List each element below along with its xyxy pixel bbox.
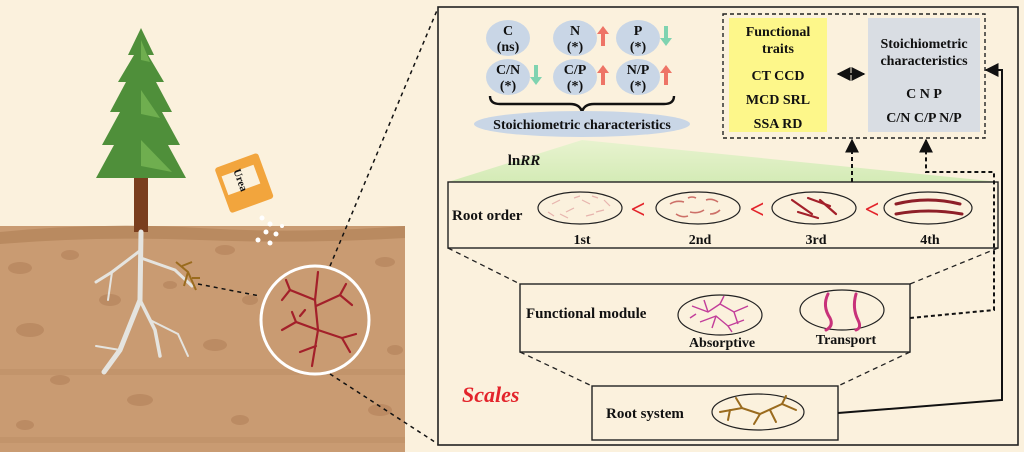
- order-3rd: 3rd: [771, 191, 857, 248]
- stoich-panel: C (ns) N (*) P (*) C/N (*) C/P (*): [448, 20, 1000, 182]
- lnrr-label: lnRR: [508, 153, 541, 169]
- stoich-item-np: N/P (*): [616, 59, 672, 95]
- stoich-item-c: C (ns): [486, 20, 530, 56]
- arrow-up-icon: [597, 26, 609, 46]
- stoich-item-bottom: (ns): [497, 40, 520, 55]
- stoich-item-p: P (*): [616, 20, 672, 56]
- order-label: 2nd: [689, 233, 712, 248]
- root-order-label: Root order: [452, 208, 523, 224]
- stoich-item-bottom: (*): [630, 40, 647, 55]
- traits-line-3: SSA RD: [754, 117, 803, 132]
- order-label: 3rd: [806, 233, 827, 248]
- absorptive-roots: [689, 295, 749, 333]
- stoich-item-bottom: (*): [500, 79, 517, 94]
- traits-title-1: Functional: [746, 25, 811, 40]
- traits-line-2: MCD SRL: [746, 93, 810, 108]
- functional-module-box: Functional module Absorptive Transport: [519, 283, 911, 353]
- stoich-item-top: C/P: [564, 63, 587, 78]
- transport-label: Transport: [816, 333, 877, 348]
- stoich-item-cp: C/P (*): [553, 59, 609, 95]
- traits-line-1: CT CCD: [751, 69, 804, 84]
- urea-granules: [255, 215, 284, 246]
- root-system-to-stoich-arrow: [837, 63, 1003, 414]
- zoom-connectors: [197, 7, 439, 445]
- functional-module-label: Functional module: [526, 306, 647, 322]
- order-1st: 1st: [537, 191, 623, 248]
- stoich-item-top: N: [570, 24, 580, 39]
- module-to-stoich-arrow: [909, 138, 995, 319]
- stoich-box-title-1: Stoichiometric: [880, 37, 967, 52]
- traits-title-2: traits: [762, 42, 794, 57]
- stoich-item-cn: C/N (*): [486, 59, 542, 95]
- stoich-box-line-2: C/N C/P N/P: [886, 111, 962, 126]
- order-label: 1st: [573, 233, 590, 248]
- lnrr-wedge: [448, 140, 1000, 182]
- absorptive-label: Absorptive: [689, 336, 755, 351]
- root-system-box: Root system: [591, 385, 839, 441]
- stoich-item-bottom: (*): [630, 79, 647, 94]
- arrow-up-icon: [597, 65, 609, 85]
- stoich-characteristics-box: Stoichiometric characteristics C N P C/N…: [868, 18, 980, 132]
- curly-brace: [488, 95, 676, 113]
- stoich-item-top: P: [634, 24, 643, 39]
- urea-bag: Urea: [215, 153, 274, 213]
- arrow-up-icon: [660, 65, 672, 85]
- fine-root-cluster: [175, 261, 200, 291]
- stoich-item-top: N/P: [627, 63, 650, 78]
- pine-tree: [96, 28, 186, 232]
- soil-stripes: [0, 369, 405, 443]
- soil-scene: Urea: [0, 28, 405, 452]
- arrow-down-icon: [530, 65, 542, 85]
- order-label: 4th: [920, 233, 940, 248]
- scales-label: Scales: [462, 382, 519, 407]
- soil-pebbles: [8, 245, 403, 430]
- tree-trunk: [134, 168, 148, 232]
- less-than-symbol: <: [750, 195, 765, 224]
- less-than-symbol: <: [631, 195, 646, 224]
- stoich-item-bottom: (*): [567, 40, 584, 55]
- stoich-item-top: C/N: [496, 63, 520, 78]
- root-order-box: Root order 1st < 2nd <: [447, 181, 999, 249]
- order-4th: 4th: [883, 191, 973, 248]
- stoich-box-line-1: C N P: [906, 87, 942, 102]
- stoich-item-n: N (*): [553, 20, 609, 56]
- stoich-caption: Stoichiometric characteristics: [493, 118, 671, 133]
- less-than-symbol: <: [865, 195, 880, 224]
- stoich-box-title-2: characteristics: [880, 54, 968, 69]
- transport-roots: [823, 292, 862, 332]
- stoich-item-top: C: [503, 24, 513, 39]
- functional-traits-box: Functional traits CT CCD MCD SRL SSA RD: [729, 18, 827, 132]
- main-frame: [437, 6, 1019, 446]
- order-2nd: 2nd: [655, 191, 741, 248]
- arrow-down-icon: [660, 26, 672, 46]
- root-system-icon: [719, 395, 797, 425]
- soil-surface: [0, 225, 405, 244]
- stoich-caption-bg: [474, 111, 690, 137]
- scale-connectors: [447, 247, 999, 387]
- magnified-root-circle: [259, 264, 371, 376]
- root-system-label: Root system: [606, 406, 684, 422]
- stoich-item-bottom: (*): [567, 79, 584, 94]
- underground-roots: [94, 229, 194, 375]
